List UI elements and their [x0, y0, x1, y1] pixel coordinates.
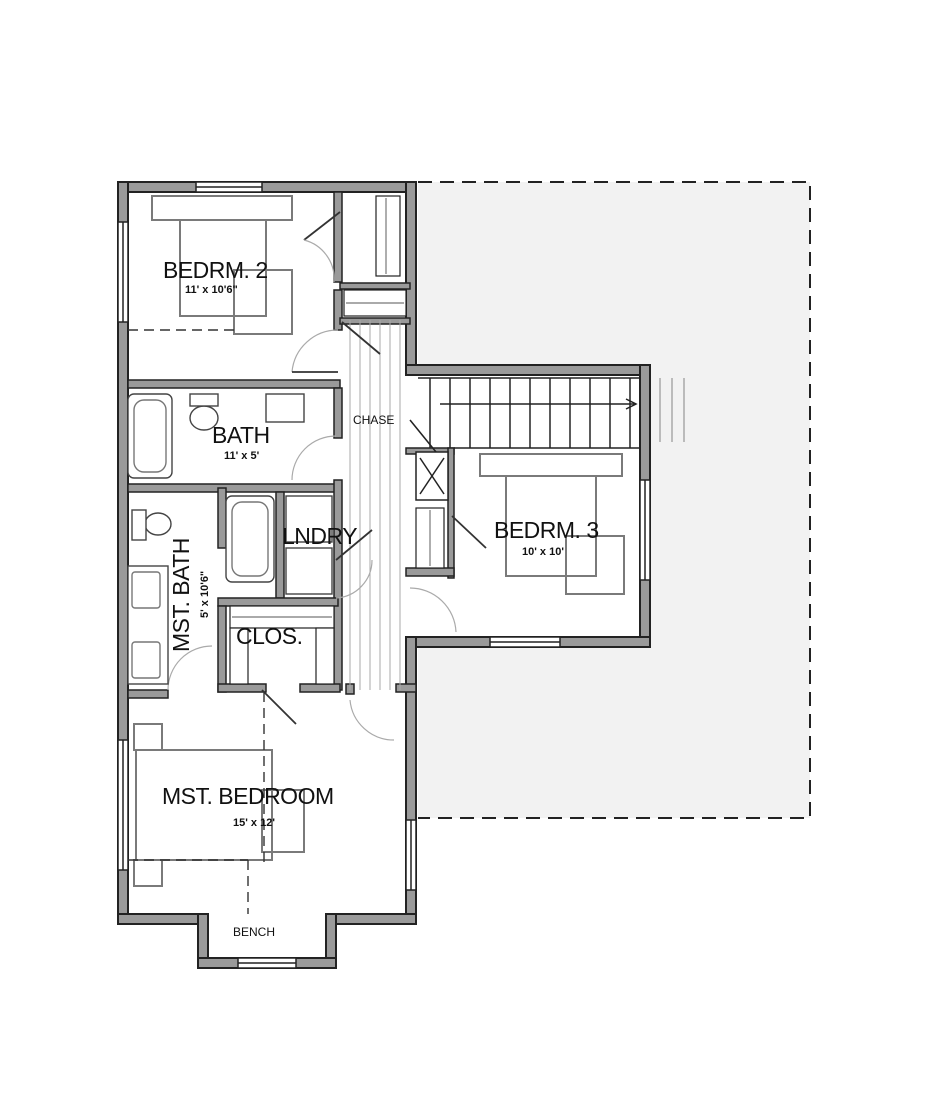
- room-name-bedroom2: BEDRM. 2: [163, 257, 268, 283]
- closets: [229, 195, 445, 685]
- room-size-master-bedroom: 15' x 12': [233, 817, 275, 829]
- stairs: [418, 377, 640, 449]
- windows: [117, 181, 651, 969]
- bath-fixtures: [127, 393, 333, 685]
- room-name-master-bedroom: MST. BEDROOM: [162, 783, 334, 809]
- open-roof-area: [418, 181, 811, 819]
- room-name-closet: CLOS.: [236, 623, 303, 649]
- room-name-laundry: LNDRY: [282, 523, 357, 549]
- room-size-master-bath: 5' x 10'6": [199, 571, 211, 618]
- chase-shaft: [409, 419, 449, 501]
- hallway-floor: [349, 320, 401, 690]
- bench-label: BENCH: [233, 925, 275, 939]
- room-name-bath: BATH: [212, 422, 270, 448]
- room-size-bath: 11' x 5': [224, 450, 260, 462]
- room-name-bedroom3: BEDRM. 3: [494, 517, 599, 543]
- room-size-bedroom3: 10' x 10': [522, 546, 564, 558]
- dashed-lines: [128, 329, 265, 914]
- chase-label: CHASE: [353, 413, 394, 427]
- interior-walls: [127, 191, 455, 699]
- room-labels: BEDRM. 2 11' x 10'6" BATH 11' x 5' MST. …: [162, 257, 599, 939]
- doors: [167, 211, 487, 741]
- beds: [133, 195, 625, 887]
- room-name-master-bath: MST. BATH: [168, 538, 194, 652]
- room-size-bedroom2: 11' x 10'6": [185, 284, 238, 296]
